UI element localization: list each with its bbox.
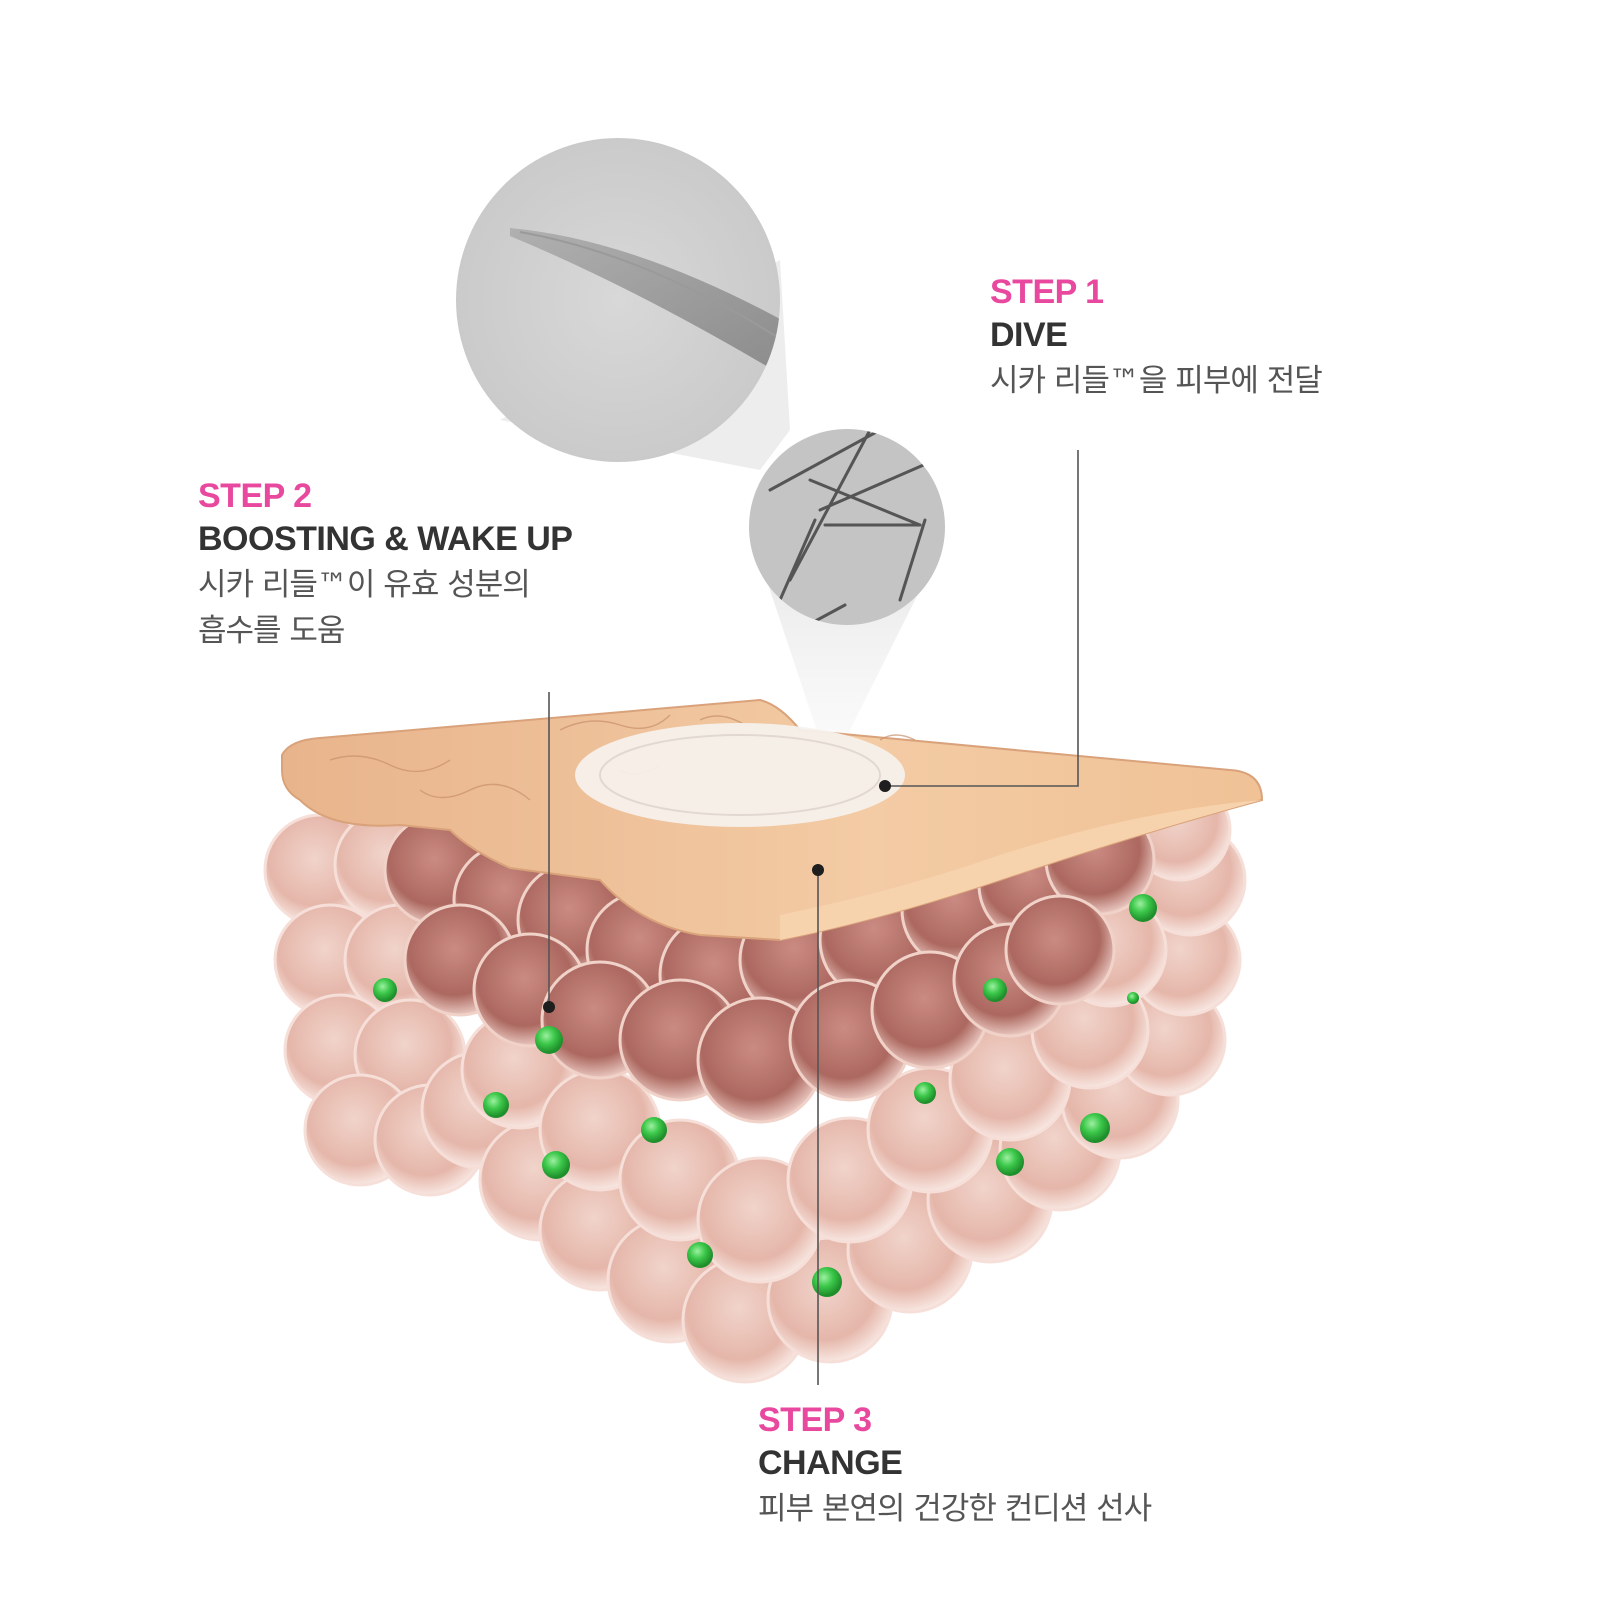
step1-description: 시카 리들™을 피부에 전달	[990, 363, 1323, 399]
skin-cell-layers	[263, 778, 1247, 1384]
step1-leader-line	[885, 450, 1079, 787]
skin-surface-layer	[281, 698, 1264, 942]
leader-lines	[548, 450, 1079, 1385]
step2-title: BOOSTING & WAKE UP	[198, 520, 573, 558]
needle-closeup-lens	[456, 138, 780, 462]
step3-callout: STEP 3 CHANGE 피부 본연의 건강한 컨디션 선사	[758, 1400, 1152, 1532]
step3-marker-dot	[812, 864, 824, 876]
step3-label: STEP 3	[758, 1401, 872, 1439]
step1-marker-dot	[879, 780, 891, 792]
step2-description-line1: 시카 리들™이 유효 성분의	[198, 567, 531, 603]
step1-label: STEP 1	[990, 273, 1104, 311]
active-ingredient-dots	[373, 894, 1157, 1297]
step1-title: DIVE	[990, 316, 1068, 354]
step3-title: CHANGE	[758, 1444, 903, 1482]
step2-description-line2: 흡수를 도움	[198, 613, 345, 649]
step2-marker-dot	[543, 1001, 555, 1013]
step2-callout: STEP 2 BOOSTING & WAKE UP 시카 리들™이 유효 성분의…	[198, 476, 573, 654]
step1-callout: STEP 1 DIVE 시카 리들™을 피부에 전달	[990, 272, 1323, 404]
step2-label: STEP 2	[198, 477, 312, 515]
spicules-microscope-lens	[749, 429, 945, 625]
step3-description: 피부 본연의 건강한 컨디션 선사	[758, 1491, 1152, 1527]
